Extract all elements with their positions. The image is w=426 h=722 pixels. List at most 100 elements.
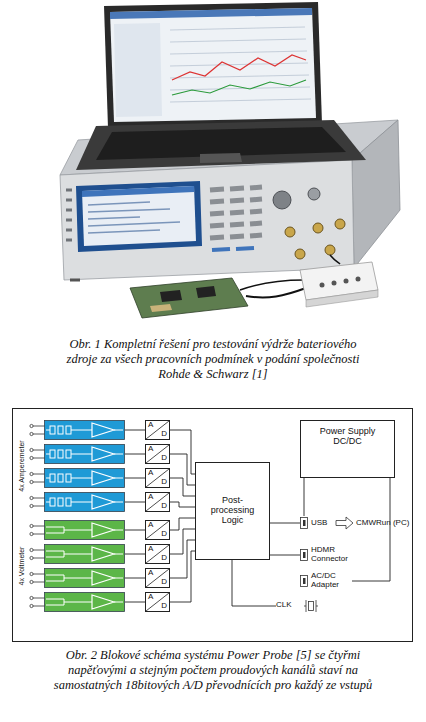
ad-converter: AD <box>145 544 170 564</box>
signal-line <box>304 478 305 516</box>
voltmeter-channel <box>45 569 125 588</box>
usb-port: USB <box>300 516 340 530</box>
test-board <box>130 278 248 318</box>
laptop-lid <box>104 2 322 128</box>
connector-symbol <box>303 520 306 526</box>
input-terminal <box>30 524 45 535</box>
instrument-display <box>82 186 196 246</box>
node-text: D <box>161 602 167 611</box>
display-header <box>82 186 194 197</box>
node-text: A <box>148 569 153 578</box>
cable <box>330 255 340 264</box>
figure-caption: Obr. 2 Blokové schéma systému Power Prob… <box>45 648 381 693</box>
node-text: D <box>161 454 167 463</box>
power-supply-box: Power Supply DC/DC <box>300 420 395 478</box>
converter-slash <box>146 545 169 563</box>
power-input: AC/DC Adapter <box>300 570 352 592</box>
signal-line <box>170 502 195 507</box>
node-text: Post-processing Logic <box>208 496 258 526</box>
node-text: A <box>148 545 153 554</box>
screen-trace <box>172 55 306 80</box>
probe-port <box>332 281 337 286</box>
ammeter-channel <box>45 421 125 440</box>
signal-line <box>352 478 390 581</box>
node-text: D <box>161 554 167 563</box>
channel-wire <box>125 430 145 602</box>
signal-line <box>170 529 195 554</box>
power-probe-front <box>306 290 378 307</box>
input-terminal <box>30 548 45 559</box>
node-text: A <box>148 593 153 602</box>
node-text: Power Supply DC/DC <box>317 427 379 447</box>
node-text: CLK <box>276 601 292 610</box>
screen-grid <box>170 27 311 102</box>
node-text: D <box>161 578 167 587</box>
group-label: 4x Amperemeter <box>17 418 27 514</box>
signal-line <box>170 430 195 474</box>
crystal-symbol <box>304 599 318 613</box>
board-connector <box>150 304 172 312</box>
connector-symbol <box>301 550 308 561</box>
node-text: A <box>148 521 153 530</box>
ad-converter: AD <box>145 468 170 488</box>
signal-line <box>270 555 300 556</box>
voltmeter-channel <box>45 545 125 564</box>
ammeter-channel <box>45 445 125 464</box>
rf-port <box>285 227 295 237</box>
instrument-side <box>352 120 400 268</box>
cable <box>240 280 304 290</box>
converter-slash <box>146 493 169 511</box>
node-text: A <box>148 469 153 478</box>
converter-slash <box>146 421 169 439</box>
node-text: HDMR Connector <box>311 546 355 564</box>
cable <box>246 288 306 298</box>
connector-symbol <box>301 518 308 529</box>
probe-port <box>356 277 361 282</box>
converter-slash <box>146 521 169 539</box>
input-terminal <box>30 448 45 459</box>
screen-panel <box>114 23 162 117</box>
connector-symbol <box>300 517 309 529</box>
converter-slash <box>146 593 169 611</box>
ammeter-channel <box>45 469 125 488</box>
side-keys <box>66 190 72 240</box>
figure-caption: Obr. 1 Kompletní řešení pro testování vý… <box>58 337 368 382</box>
laptop-base <box>76 120 366 170</box>
input-terminal <box>30 596 45 607</box>
signal-line <box>270 523 300 524</box>
rf-port <box>325 245 335 255</box>
signal-line <box>170 518 195 530</box>
node-text: D <box>161 430 167 439</box>
converter-slash <box>146 445 169 463</box>
rotary-knob <box>308 188 320 200</box>
output-label: CMWRun (PC) <box>356 518 412 527</box>
laptop-screen <box>110 8 316 122</box>
signal-line <box>170 454 195 485</box>
converter-slash <box>146 569 169 587</box>
group-label: 4x Voltmeter <box>17 518 27 614</box>
probe-port <box>344 279 349 284</box>
ad-converter: AD <box>145 568 170 588</box>
display-content <box>88 202 180 233</box>
screen-trace <box>172 80 306 95</box>
ad-converter: AD <box>145 520 170 540</box>
node-text: D <box>161 530 167 539</box>
ad-converter: AD <box>145 420 170 440</box>
keypad <box>210 187 262 238</box>
hdmr-connector: HDMR Connector <box>300 544 356 566</box>
diagram-frame <box>13 409 413 642</box>
logic-block: Post-processing Logic <box>195 462 270 560</box>
node-text: A <box>148 445 153 454</box>
board-chip <box>160 290 182 302</box>
ad-converter: AD <box>145 592 170 612</box>
signal-line <box>170 551 195 602</box>
crystal-symbol <box>304 600 318 612</box>
input-terminal <box>30 572 45 583</box>
voltmeter-channel <box>45 521 125 540</box>
connector-symbol <box>300 549 309 561</box>
node-text: A <box>148 493 153 502</box>
converter-slash <box>146 469 169 487</box>
connector-symbol <box>303 578 306 584</box>
connector-symbol <box>303 552 306 558</box>
rf-port <box>335 219 345 229</box>
